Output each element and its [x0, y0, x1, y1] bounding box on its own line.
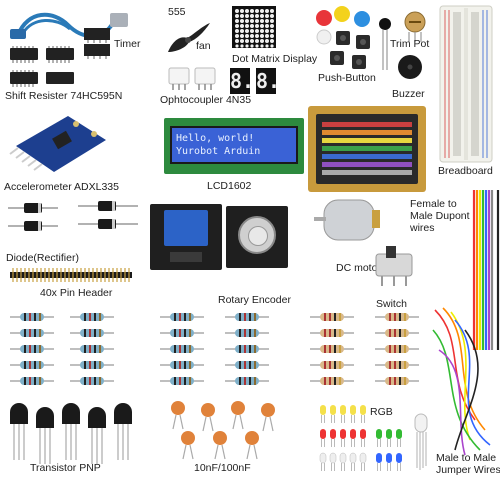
dupont-label-3: wires: [410, 222, 435, 234]
capacitor-label: 10nF/100nF: [194, 462, 251, 474]
rgb-label: RGB: [370, 406, 393, 418]
buzzer-label: Buzzer: [392, 88, 425, 100]
resistors: [10, 312, 420, 386]
accelerometer-label: Accelerometer ADXL335: [4, 181, 119, 193]
dot-matrix-display: [232, 6, 276, 48]
rgb-led: [414, 413, 428, 470]
diode-label: Diode(Rectifier): [6, 252, 79, 264]
jumper-label-2: Jumper Wires: [436, 464, 500, 476]
breadboard: [439, 5, 493, 163]
capacitors: [170, 400, 276, 460]
breadboard-label: Breadboard: [438, 165, 493, 177]
resistor-color-card: [308, 106, 426, 192]
trim-pot: [379, 11, 426, 70]
lcd-label: LCD1602: [207, 180, 252, 192]
fan-label: fan: [196, 40, 211, 52]
dupont-label-2: Male Dupont: [410, 210, 470, 222]
transistors: [9, 402, 133, 464]
rotary-encoder: [226, 206, 288, 268]
dupont-label-1: Female to: [410, 198, 457, 210]
shift-register-label: Shift Resister 74HC595N: [5, 90, 123, 102]
transistor-label: Transistor PNP: [30, 462, 101, 474]
leds: [319, 405, 403, 472]
dot-matrix-label: Dot Matrix Display: [232, 53, 318, 65]
seven-segment-2: 8.: [256, 68, 281, 94]
pin-header-label: 40x Pin Header: [40, 287, 113, 299]
push-button-label: Push-Button: [318, 72, 376, 84]
pin-header: [10, 268, 132, 282]
timer-label: Timer: [114, 38, 141, 50]
optocoupler-label: Ophtocoupler 4N35: [160, 94, 252, 106]
diodes: [8, 201, 138, 231]
slide-switch: [375, 246, 413, 286]
buzzer: [398, 55, 422, 79]
timer-chip: [84, 28, 110, 59]
lcd-line-2: Yurobot Arduin: [176, 146, 261, 157]
dc-motor-label: DC motor: [336, 262, 381, 274]
push-buttons: [316, 6, 370, 69]
lcd-module: Hello, world! Yurobot Arduin: [164, 118, 304, 174]
lcd-line-1: Hello, world!: [176, 133, 255, 144]
dupont-wires: [472, 190, 500, 350]
optocoupler-chips: [168, 67, 216, 90]
trim-pot-label: Trim Pot: [390, 38, 430, 50]
accelerometer-board: [9, 116, 106, 172]
jumper-wires: [432, 307, 491, 456]
shift-register-chips: [10, 46, 74, 87]
number-555-label: 555: [168, 6, 186, 18]
relay-module: [150, 204, 222, 270]
rotary-encoder-label: Rotary Encoder: [218, 294, 291, 306]
switch-label: Switch: [376, 298, 407, 310]
jumper-label-1: Male to Male: [436, 452, 497, 464]
dc-motor: [314, 199, 380, 241]
seven-segment-1: 8.: [230, 68, 255, 94]
fan-propeller: [168, 23, 210, 52]
